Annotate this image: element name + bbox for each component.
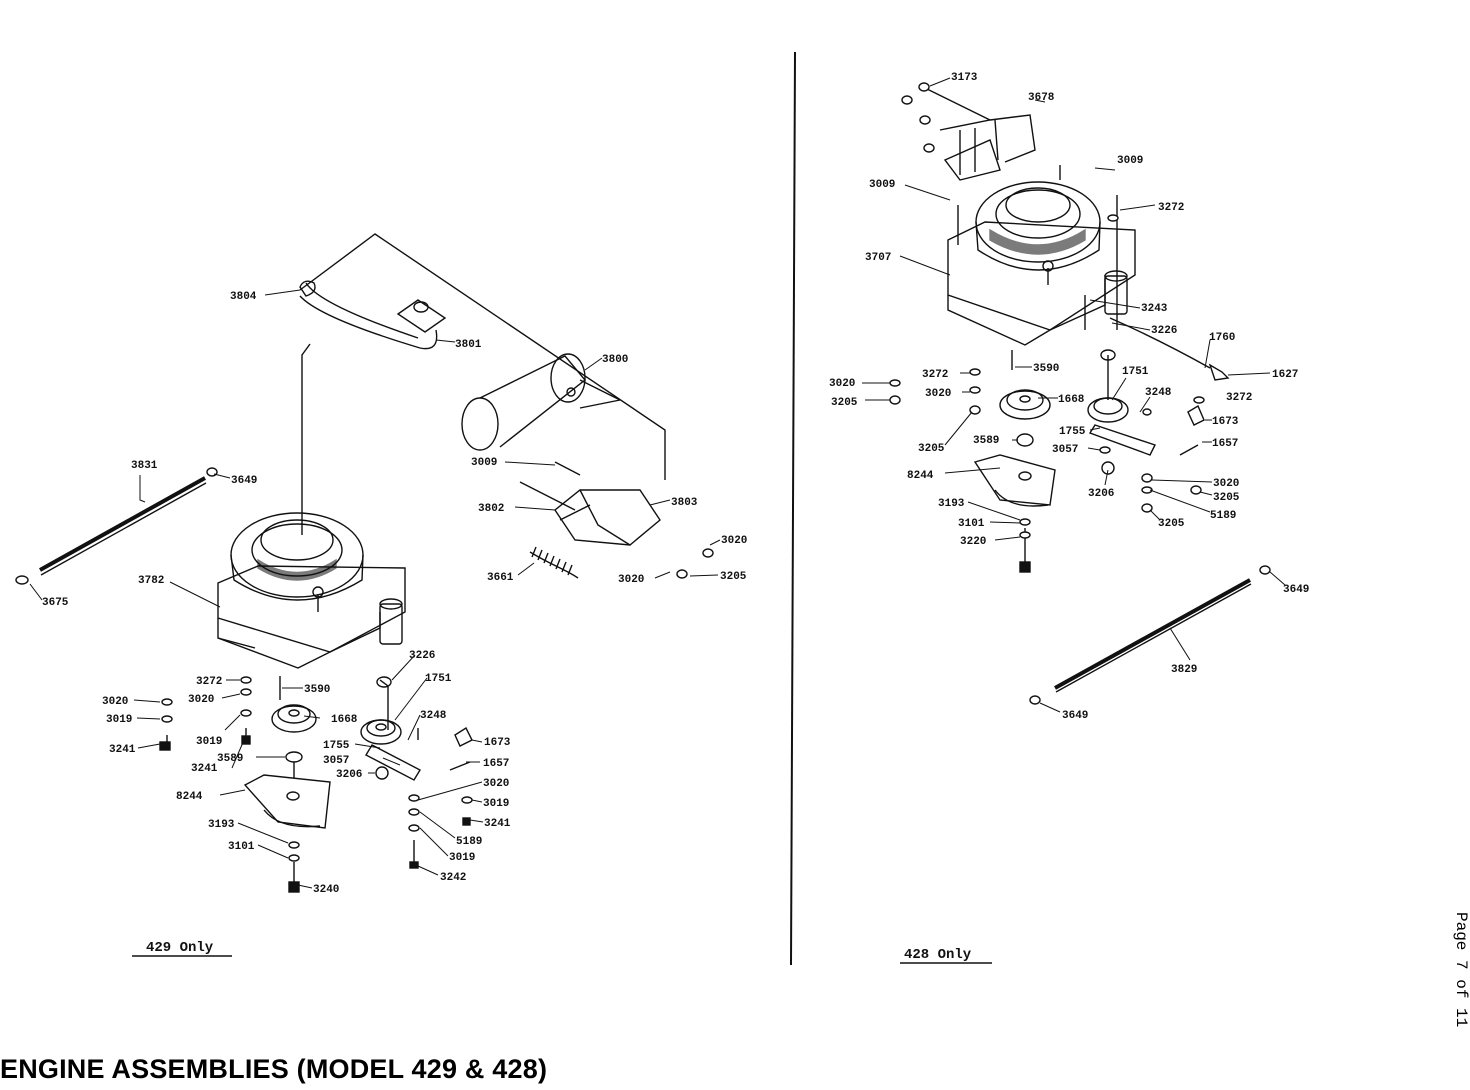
part-label: 3009 [1117, 155, 1143, 167]
part-label: 3782 [138, 575, 164, 587]
part-label: 1627 [1272, 369, 1298, 381]
part-label: 1751 [425, 673, 452, 685]
part-label: 3101 [958, 518, 985, 530]
part-label: 1673 [484, 737, 511, 749]
part-label: 3019 [483, 798, 509, 810]
panel-label-428: 428 Only [904, 947, 972, 963]
part-label: 1657 [1212, 438, 1238, 450]
part-label: 3589 [973, 435, 999, 447]
part-label: 1668 [1058, 394, 1085, 406]
part-label: 1751 [1122, 366, 1149, 378]
part-label: 3248 [420, 710, 447, 722]
part-label: 3272 [1226, 392, 1252, 404]
part-label: 3205 [918, 443, 945, 455]
part-label: 3020 [829, 378, 855, 390]
part-label: 3242 [440, 872, 466, 884]
part-label: 3248 [1145, 387, 1172, 399]
part-label: 3019 [196, 736, 222, 748]
part-label: 3205 [1158, 518, 1185, 530]
part-label: 3590 [304, 684, 330, 696]
part-label: 3220 [960, 536, 986, 548]
part-label: 3009 [471, 457, 497, 469]
part-label: 3272 [1158, 202, 1184, 214]
part-label: 3020 [1213, 478, 1239, 490]
part-label: 3803 [671, 497, 698, 509]
page-number: Page 7 of 11 [1452, 912, 1470, 1028]
part-label: 3831 [131, 460, 158, 472]
part-label: 3675 [42, 597, 69, 609]
part-label: 1760 [1209, 332, 1235, 344]
part-label: 5189 [1210, 510, 1236, 522]
part-label: 3205 [720, 571, 747, 583]
part-label: 3649 [231, 475, 257, 487]
panel-label-429: 429 Only [146, 940, 214, 956]
part-label: 3205 [831, 397, 858, 409]
part-label: 3649 [1283, 584, 1309, 596]
part-label: 3020 [102, 696, 128, 708]
part-label: 8244 [907, 470, 934, 482]
part-label: 3057 [323, 755, 349, 767]
part-label: 1668 [331, 714, 358, 726]
part-label: 3009 [869, 179, 895, 191]
part-label: 3241 [191, 763, 218, 775]
part-label: 3240 [313, 884, 339, 896]
part-label: 3226 [409, 650, 435, 662]
page-title: ENGINE ASSEMBLIES (MODEL 429 & 428) [0, 1054, 548, 1084]
part-label: 3829 [1171, 664, 1197, 676]
part-label: 3193 [208, 819, 235, 831]
engine-428-assembly [862, 77, 1286, 964]
part-label: 3272 [196, 676, 222, 688]
part-label: 3707 [865, 252, 891, 264]
part-label: 3243 [1141, 303, 1168, 315]
part-label: 3272 [922, 369, 948, 381]
part-label: 1755 [323, 740, 350, 752]
part-label: 3019 [106, 714, 132, 726]
part-label: 3020 [188, 694, 214, 706]
part-label: 3205 [1213, 492, 1240, 504]
part-label: 3801 [455, 339, 482, 351]
part-label: 3020 [721, 535, 747, 547]
part-label: 3226 [1151, 325, 1177, 337]
part-label: 3101 [228, 841, 255, 853]
part-label: 3649 [1062, 710, 1088, 722]
part-label: 3173 [951, 72, 978, 84]
part-label: 3206 [1088, 488, 1114, 500]
part-label: 3057 [1052, 444, 1078, 456]
part-label: 3678 [1028, 92, 1055, 104]
part-label: 3661 [487, 572, 514, 584]
part-label: 3241 [109, 744, 136, 756]
part-label: 3020 [618, 574, 644, 586]
part-label: 3206 [336, 769, 362, 781]
callouts-428: 3173 3678 3009 3009 3272 3707 3243 3226 … [829, 72, 1309, 963]
part-label: 3020 [483, 778, 509, 790]
part-label: 1657 [483, 758, 509, 770]
part-label: 1755 [1059, 426, 1086, 438]
part-label: 3193 [938, 498, 965, 510]
part-label: 3590 [1033, 363, 1059, 375]
part-label: 3241 [484, 818, 511, 830]
part-label: 5189 [456, 836, 482, 848]
part-label: 3019 [449, 852, 475, 864]
part-label: 8244 [176, 791, 203, 803]
part-label: 3020 [925, 388, 951, 400]
part-label: 3589 [217, 753, 243, 765]
part-label: 3802 [478, 503, 504, 515]
callouts-429: 3804 3801 3800 3831 3649 3675 3782 3009 … [42, 291, 747, 956]
part-label: 3800 [602, 354, 628, 366]
engine-429-assembly [15, 51, 796, 966]
part-label: 3804 [230, 291, 257, 303]
part-label: 1673 [1212, 416, 1239, 428]
